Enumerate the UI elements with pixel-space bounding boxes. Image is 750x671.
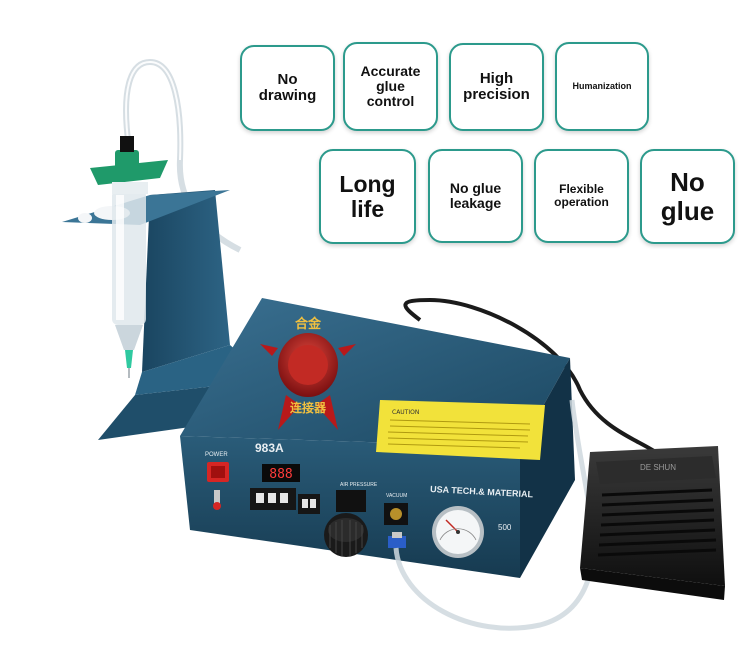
syringe-stand bbox=[142, 190, 230, 372]
badge-flexible-operation: Flexible operation bbox=[534, 149, 629, 243]
power-label: POWER bbox=[205, 452, 228, 458]
caution-label: CAUTION bbox=[392, 409, 419, 416]
badge-high-precision: High precision bbox=[449, 43, 544, 131]
air-outlet-fitting bbox=[388, 536, 406, 548]
model-tag: 500 bbox=[498, 523, 512, 532]
badge-long-life: Long life bbox=[319, 149, 416, 244]
badge-no-glue-leakage: No glue leakage bbox=[428, 149, 523, 243]
power-cable bbox=[403, 297, 662, 457]
badge-humanization: Humanization bbox=[555, 42, 649, 131]
digital-display bbox=[262, 464, 300, 482]
seal-top-text: 合金 bbox=[295, 316, 322, 332]
badge-accurate-glue-control: Accurate glue control bbox=[343, 42, 438, 131]
vacuum-label: VACUUM bbox=[386, 493, 407, 499]
display-readout: 888 bbox=[269, 467, 292, 482]
output-tube bbox=[393, 399, 596, 631]
badge-no-glue: No glue bbox=[640, 149, 735, 244]
pedal-brand: DE SHUN bbox=[640, 463, 676, 472]
badge-no-drawing: No drawing bbox=[240, 45, 335, 131]
seal-bottom-text: 连接器 bbox=[290, 400, 327, 415]
syringe-needle bbox=[125, 350, 133, 368]
air-pressure-label: AIR PRESSURE bbox=[340, 482, 378, 488]
model-label: 983A bbox=[255, 441, 284, 455]
terminal-block-right bbox=[298, 494, 320, 514]
syringe-cap bbox=[90, 160, 168, 185]
